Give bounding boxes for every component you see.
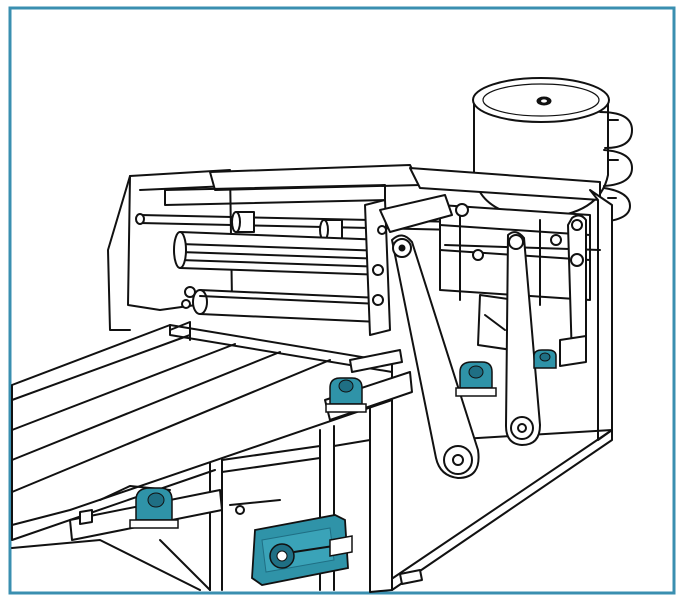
crank-arm-icon	[379, 194, 587, 479]
pillow-block-bearing-icon	[129, 487, 179, 529]
illustration-frame	[8, 6, 676, 595]
motor-gearbox-icon	[251, 514, 353, 586]
conveyor-icon	[11, 321, 413, 541]
pillow-block-bearing-icon	[533, 349, 557, 369]
machine-frame	[107, 164, 613, 593]
roller-assembly	[135, 199, 461, 336]
pillow-block-bearing-icon	[455, 361, 497, 397]
roller-icon	[231, 211, 343, 241]
drum-icon	[472, 77, 633, 223]
pillow-block-bearing-icon	[325, 377, 367, 413]
